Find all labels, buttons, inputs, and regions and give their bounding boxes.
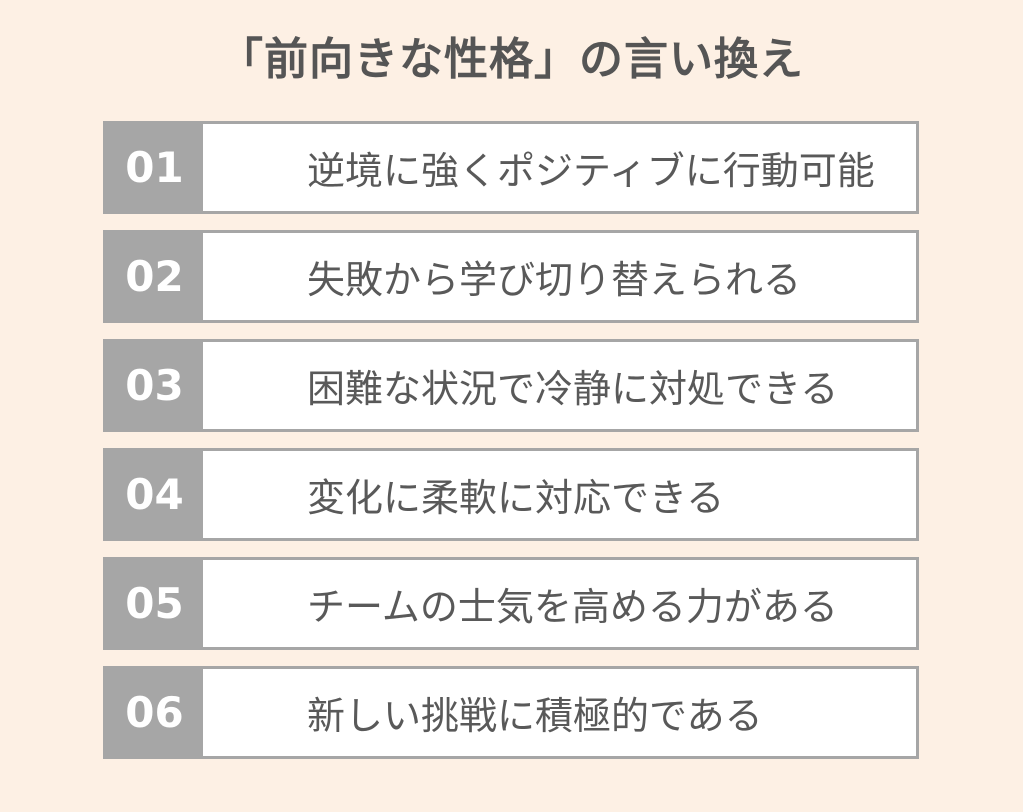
list-item: 03 困難な状況で冷静に対処できる — [103, 339, 919, 432]
item-number: 06 — [106, 669, 203, 756]
item-number: 05 — [106, 560, 203, 647]
list-item: 06 新しい挑戦に積極的である — [103, 666, 919, 759]
item-number: 04 — [106, 451, 203, 538]
item-text: チームの士気を高める力がある — [307, 585, 838, 629]
list-item: 01 逆境に強くポジティブに行動可能 — [103, 121, 919, 214]
list-item: 05 チームの士気を高める力がある — [103, 557, 919, 650]
item-text: 失敗から学び切り替えられる — [307, 258, 802, 302]
item-text: 困難な状況で冷静に対処できる — [307, 367, 839, 411]
list-item: 02 失敗から学び切り替えられる — [103, 230, 919, 323]
page-title: 「前向きな性格」の言い換え — [219, 34, 804, 85]
item-number: 03 — [106, 342, 203, 429]
item-text: 変化に柔軟に対応できる — [307, 476, 725, 520]
list-item: 04 変化に柔軟に対応できる — [103, 448, 919, 541]
item-text: 新しい挑戦に積極的である — [307, 694, 763, 738]
item-text: 逆境に強くポジティブに行動可能 — [307, 149, 875, 193]
item-number: 02 — [106, 233, 203, 320]
item-number: 01 — [106, 124, 203, 211]
rephrase-list: 01 逆境に強くポジティブに行動可能 02 失敗から学び切り替えられる 03 困… — [103, 121, 919, 775]
